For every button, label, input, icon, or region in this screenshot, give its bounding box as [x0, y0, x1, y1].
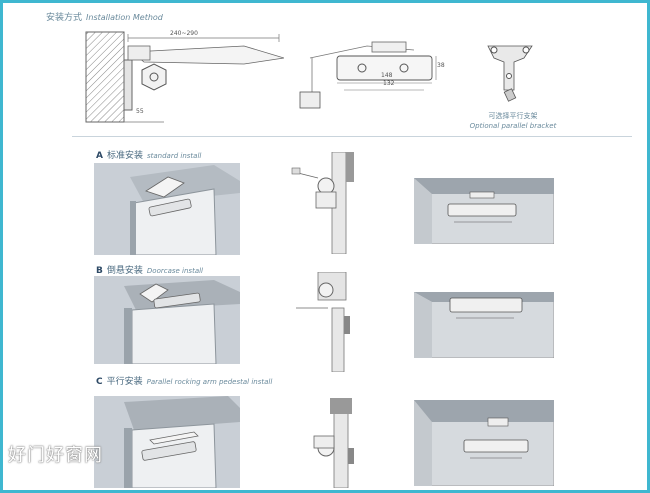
dim-132-label: 132: [383, 80, 395, 87]
section-a-door-illustration: [94, 163, 240, 255]
door-leaf-b: [131, 303, 217, 364]
optional-bracket-diagram: [487, 45, 533, 102]
closer-arm-b: [139, 283, 169, 303]
optional-bracket-cn: 可选择平行支架: [488, 112, 538, 120]
closer-body-a: [148, 198, 192, 217]
dim-span-label: 240~290: [170, 30, 198, 37]
pinion-hex: [141, 63, 167, 91]
section-b-door-illustration: [94, 276, 240, 364]
optional-bracket-caption: 可选择平行支架 Optional parallel bracket: [454, 111, 572, 131]
door-edge: [123, 59, 133, 111]
plan-view-diagram: [85, 31, 284, 123]
closer-body-a-3d: [447, 203, 517, 217]
optional-bracket-en: Optional parallel bracket: [469, 122, 557, 130]
section-b-3d-view: [414, 292, 554, 358]
dim-height-label: 38: [437, 62, 445, 69]
closer-body-b-3d: [449, 297, 523, 313]
section-c-side-view: [313, 398, 354, 488]
section-c-3d-view: [414, 400, 554, 486]
dim-148-label: 148: [381, 72, 393, 79]
section-divider: [72, 136, 632, 137]
closer-arm-c: [149, 431, 199, 445]
section-b-side-view: [296, 272, 350, 372]
closer-arm: [130, 45, 284, 65]
section-a-side-view: [291, 152, 354, 254]
mount-block: [299, 91, 321, 109]
section-c-door-illustration: [94, 396, 240, 488]
title-en: Installation Method: [86, 13, 163, 22]
closer-body-c-3d: [463, 439, 529, 453]
wall-hatched: [85, 31, 125, 123]
closer-body-c: [141, 441, 197, 461]
closer-arm-a: [145, 176, 185, 198]
closer-body: [336, 55, 433, 81]
closer-body-diagram: [299, 41, 437, 109]
title-cn: 安装方式: [46, 13, 83, 23]
closer-body-b: [153, 292, 201, 309]
section-a-3d-view: [414, 178, 554, 244]
watermark-text: 好门好窗网: [8, 445, 103, 466]
dim-offset-label: 55: [136, 108, 144, 115]
closer-end-b: [318, 282, 334, 298]
